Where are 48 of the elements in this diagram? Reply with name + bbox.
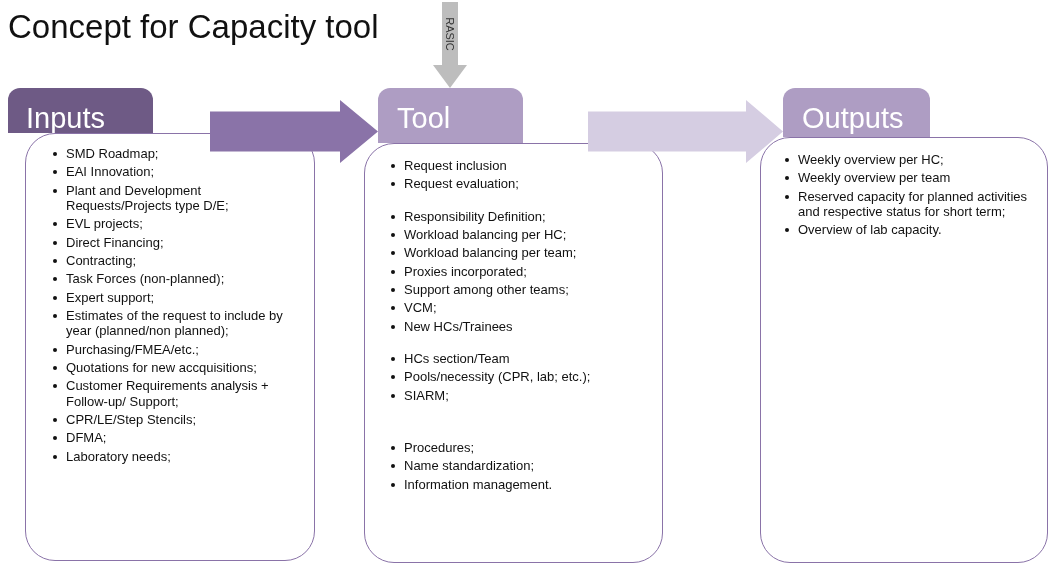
list-item: Request inclusion <box>404 158 508 174</box>
block-arrow <box>210 100 378 163</box>
list-item: Plant and Development Requests/Projects type D/E; <box>66 182 230 214</box>
list-item: SMD Roadmap; <box>66 146 160 162</box>
list-item: Customer Requirements analysis + Follow-up/ Support; <box>66 378 270 410</box>
list-item: HCs section/Team <box>404 351 511 367</box>
list-item: Proxies incorporated; <box>404 263 528 280</box>
list-card <box>364 143 663 563</box>
list-item: Laboratory needs; <box>66 448 172 465</box>
heading-tab <box>8 88 153 133</box>
list-item: Quotations for new accquisitions; <box>66 359 258 376</box>
list-item: Expert support; <box>66 289 156 306</box>
list-card <box>25 133 315 561</box>
section-heading: Tool <box>397 104 451 133</box>
list-item: Information management. <box>404 476 554 493</box>
list-item: Name standardization; <box>404 458 536 474</box>
list-item: Contracting; <box>66 253 138 269</box>
block-arrow <box>588 100 783 163</box>
list-item: DFMA; <box>66 430 108 446</box>
list-item: Overview of lab capacity. <box>798 222 943 238</box>
list-item: Direct Financing; <box>66 234 165 251</box>
list-item: Purchasing/FMEA/etc.; <box>66 341 200 358</box>
list-card <box>760 137 1048 563</box>
list-item: EVL projects; <box>66 216 144 232</box>
list-item: VCM; <box>404 300 438 316</box>
heading-tab <box>378 88 523 143</box>
list-item: Pools/necessity (CPR, lab; etc.); <box>404 369 592 385</box>
list-item: Responsibility Definition; <box>404 208 547 225</box>
list-item: CPR/LE/Step Stencils; <box>66 412 198 428</box>
list-item: Workload balancing per HC; <box>404 227 568 243</box>
list-item: Request evaluation; <box>404 176 520 192</box>
list-item: New HCs/Trainees <box>404 318 514 335</box>
list-item: Weekly overview per HC; <box>798 152 945 168</box>
edge-label: RASIC <box>443 16 456 51</box>
list-item: EAI Innovation; <box>66 164 156 180</box>
heading-tab <box>783 88 930 137</box>
list-item: SIARM; <box>404 387 450 404</box>
list-item: Weekly overview per team <box>798 170 952 186</box>
list-item: Task Forces (non-planned); <box>66 271 226 287</box>
list-item: Procedures; <box>404 440 476 456</box>
list-item: Estimates of the request to include by year (planned/non planned); <box>66 307 284 339</box>
list-item: Reserved capacity for planned activities and respective status for short term; <box>798 188 1029 220</box>
block-arrow <box>433 2 467 88</box>
section-heading: Outputs <box>802 104 904 133</box>
diagram-title: Concept for Capacity tool <box>8 8 379 46</box>
list-item: Support among other teams; <box>404 282 570 298</box>
list-item: Workload balancing per team; <box>404 245 578 261</box>
section-heading: Inputs <box>26 104 105 133</box>
